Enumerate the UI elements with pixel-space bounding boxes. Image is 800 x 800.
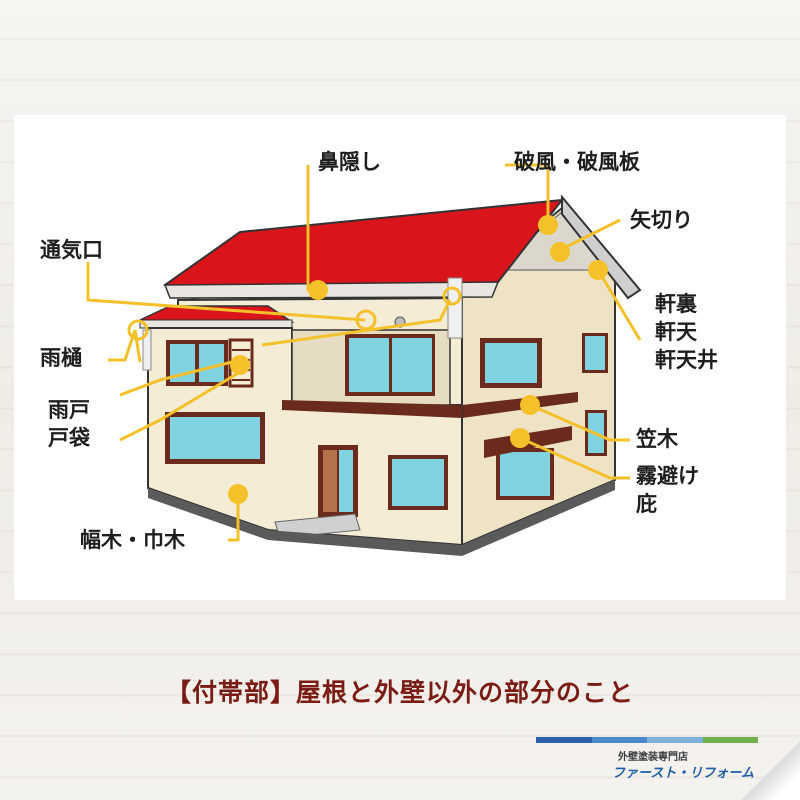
balcony-rail xyxy=(282,400,462,418)
label-kasagi: 笠木 xyxy=(636,427,678,451)
hafu-board xyxy=(561,194,642,300)
marker-kasagi xyxy=(520,395,540,415)
label-noki-ura: 軒裏 xyxy=(655,292,697,316)
marker-amado xyxy=(230,355,250,375)
leader-lines xyxy=(86,163,642,542)
label-noki-tenjo: 軒天井 xyxy=(655,348,718,372)
logo-color-bar xyxy=(536,737,758,743)
marker-vent xyxy=(355,309,377,331)
label-amadoi: 雨樋 xyxy=(40,346,82,370)
label-habaki: 幅木・巾木 xyxy=(80,528,185,552)
label-yagiri: 矢切り xyxy=(630,208,693,232)
markers xyxy=(127,215,608,504)
marker-habaki xyxy=(228,484,248,504)
label-kirioke: 霧避け xyxy=(636,464,699,488)
marker-hanakakushi xyxy=(308,280,328,300)
label-hanakakushi: 鼻隠し xyxy=(318,150,381,174)
baseboard xyxy=(148,480,615,556)
label-noki-ten: 軒天 xyxy=(655,320,697,344)
lower-roof-fascia xyxy=(139,319,293,329)
marker-hisashi xyxy=(510,428,530,448)
marker-amadoi xyxy=(127,319,149,341)
page-caption: 【付帯部】屋根と外壁以外の部分のこと xyxy=(165,678,634,707)
marker-nokiura xyxy=(588,260,608,280)
logo-subtitle: 外壁塗装専門店 xyxy=(618,752,688,763)
marker-hafu xyxy=(538,215,558,235)
label-tobukuro: 戸袋 xyxy=(48,426,90,450)
marker-downspout xyxy=(442,286,462,306)
label-hisashi: 庇 xyxy=(636,492,657,516)
label-hafu: 破風・破風板 xyxy=(514,150,640,174)
logo-name: ファースト・リフォーム xyxy=(612,766,754,781)
label-amado: 雨戸 xyxy=(48,398,90,422)
roof-fascia xyxy=(163,281,500,299)
marker-yagiri xyxy=(550,242,570,262)
label-tsukiguchi: 通気口 xyxy=(40,238,103,262)
page-curl xyxy=(740,740,800,800)
